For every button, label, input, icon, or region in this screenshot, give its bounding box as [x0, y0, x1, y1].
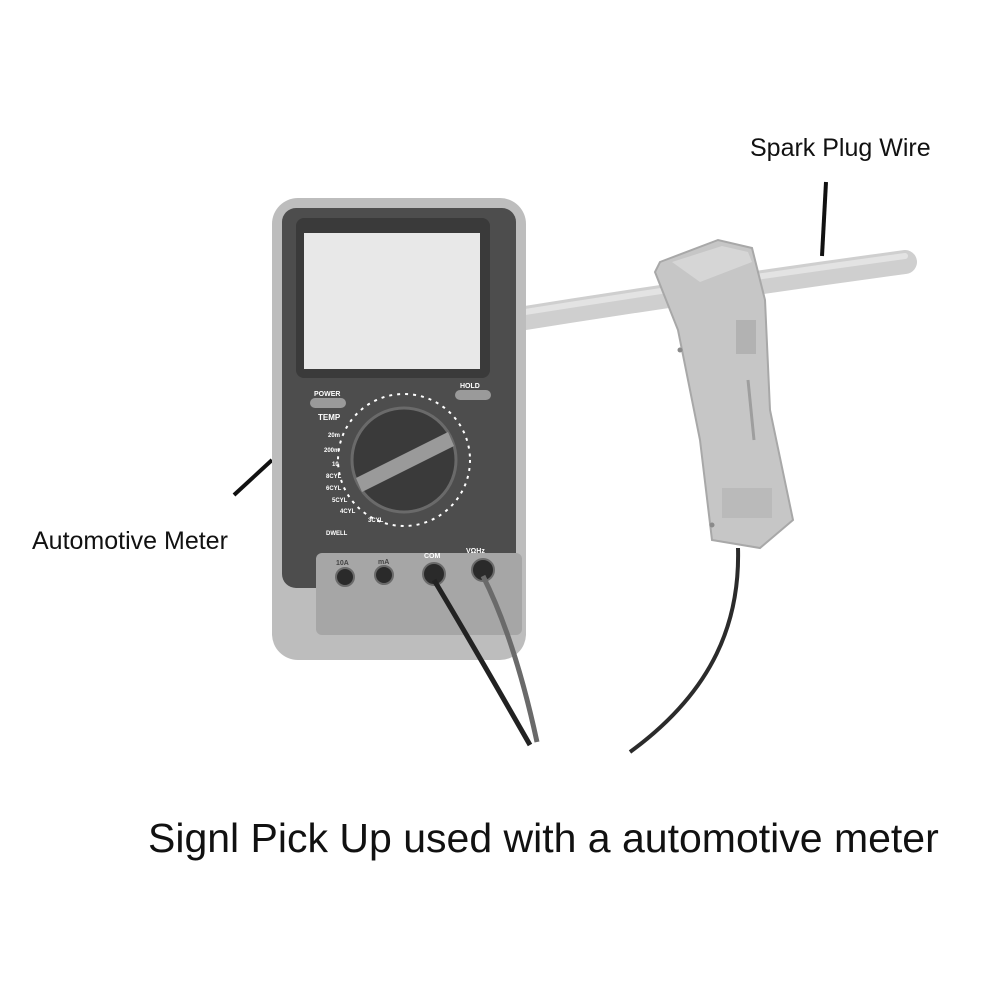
- hold-button[interactable]: [455, 390, 491, 400]
- spark-plug-wire-pointer: [820, 181, 828, 257]
- automotive-meter-pointer: [232, 458, 274, 497]
- jack-v-label: VΩHz: [466, 548, 485, 555]
- range-label: 6CYL: [326, 486, 342, 492]
- dwell-label: DWELL: [326, 531, 348, 537]
- range-label: 3CYL: [368, 518, 384, 524]
- range-label: 200m: [324, 448, 339, 454]
- jack-10a-label: 10A: [336, 560, 349, 567]
- pickup-cable: [628, 547, 741, 754]
- range-label: 10: [332, 462, 339, 468]
- jack-10a[interactable]: [335, 567, 355, 587]
- jack-com-label: COM: [424, 553, 441, 560]
- jack-com[interactable]: [422, 562, 446, 586]
- hold-button-label: HOLD: [460, 383, 480, 390]
- inductive-pickup-clamp: [653, 238, 795, 550]
- spark-plug-wire-label: Spark Plug Wire: [750, 134, 931, 162]
- temp-label: TEMP: [318, 413, 341, 422]
- automotive-meter-label: Automotive Meter: [32, 527, 228, 555]
- range-label: 5CYL: [332, 498, 348, 504]
- power-button-label: POWER: [314, 391, 340, 398]
- caption: Signl Pick Up used with a automotive met…: [148, 815, 939, 861]
- test-leads: [431, 574, 540, 747]
- jack-ma-label: mA: [378, 559, 389, 566]
- power-button[interactable]: [310, 398, 346, 408]
- range-label: 4CYL: [340, 509, 356, 515]
- range-label: 20m: [328, 433, 340, 439]
- jack-ma[interactable]: [374, 565, 394, 585]
- range-label: 8CYL: [326, 474, 342, 480]
- automotive-meter: POWER HOLD TEMP 20m 200m 10 8CYL 6CYL 5C…: [272, 198, 526, 660]
